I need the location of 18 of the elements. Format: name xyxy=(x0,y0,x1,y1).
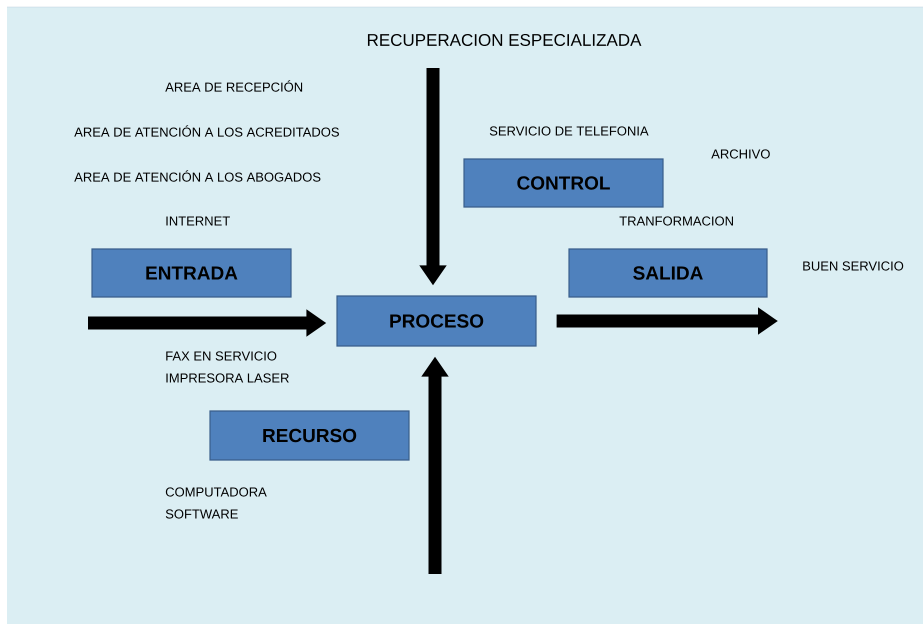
process-box: PROCESO xyxy=(336,295,537,347)
label: AREA DE ATENCIÓN A LOS ABOGADOS xyxy=(74,170,320,182)
process-box: ENTRADA xyxy=(91,248,292,298)
label: SERVICIO DE TELEFONIA xyxy=(490,126,649,136)
label: INTERNET xyxy=(166,216,230,226)
process-box: CONTROL xyxy=(463,158,664,208)
label: AREA DE ATENCIÓN A LOS ACREDITADOS xyxy=(74,125,339,137)
label: TRANFORMACION xyxy=(620,216,733,226)
title: RECUPERACION ESPECIALIZADA xyxy=(368,34,642,46)
label: COMPUTADORA xyxy=(166,487,267,497)
label: IMPRESORA LASER xyxy=(166,373,289,383)
label: SOFTWARE xyxy=(166,509,238,519)
process-box: RECURSO xyxy=(209,410,410,461)
label: BUEN SERVICIO xyxy=(803,261,904,271)
label: ARCHIVO xyxy=(711,149,770,159)
label: AREA DE RECEPCIÓN xyxy=(165,80,302,92)
process-box: SALIDA xyxy=(568,248,768,298)
label: FAX EN SERVICIO xyxy=(166,351,276,361)
